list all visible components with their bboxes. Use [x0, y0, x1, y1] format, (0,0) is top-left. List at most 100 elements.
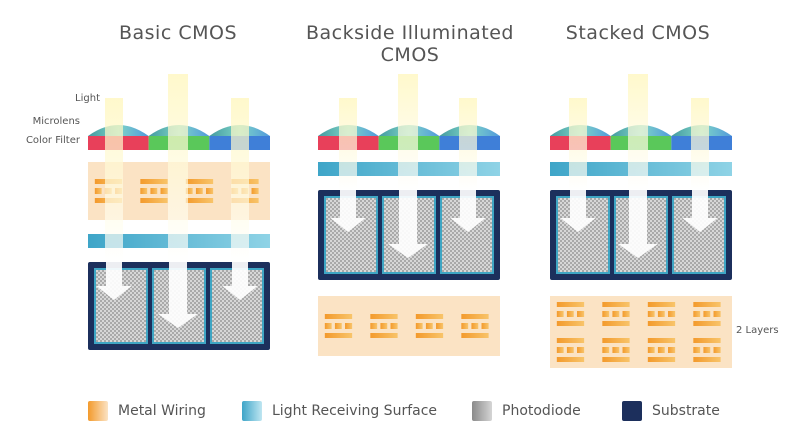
light-arrow [560, 190, 596, 232]
metal-wiring-bar [577, 347, 585, 353]
metal-wiring-bar [370, 323, 378, 329]
light-arrow [158, 262, 198, 328]
light-arrow [388, 190, 428, 258]
light-label: Light [75, 93, 100, 104]
light-arrow [682, 190, 718, 232]
metal-wiring-bar [703, 311, 711, 317]
metal-wiring-bar [602, 357, 630, 362]
metal-wiring-bar [556, 321, 585, 326]
light-arrow [330, 190, 366, 232]
stacked-cmos-title: Stacked CMOS [565, 22, 711, 44]
light-beam [105, 98, 123, 262]
metal-wiring-bar [436, 323, 444, 329]
light-beam [168, 74, 188, 262]
metal-wiring-bar [556, 311, 564, 317]
metal-wiring-bar [693, 311, 701, 317]
metal-wiring-bar [693, 338, 721, 343]
metal-wiring-bar [206, 188, 214, 194]
light-beam [398, 74, 418, 190]
bsi-cmos-title-line2: CMOS [380, 44, 440, 66]
metal-wiring-bar [481, 323, 489, 329]
metal-wiring-bar [185, 179, 214, 184]
legend-label: Substrate [652, 403, 720, 419]
metal-wiring-bar [647, 338, 676, 343]
metal-wiring-bar [622, 347, 630, 353]
metal-wiring-bar [471, 323, 479, 329]
color-filter-label: Color Filter [25, 135, 80, 146]
metal-wiring-bar [693, 321, 721, 326]
light-beam [691, 98, 709, 190]
metal-wiring-bar [647, 347, 655, 353]
legend-label: Metal Wiring [118, 403, 206, 419]
metal-wiring-bar [713, 347, 721, 353]
microlens-label: Microlens [32, 116, 80, 127]
metal-wiring-swatch [88, 401, 108, 421]
metal-wiring-bar [693, 347, 701, 353]
metal-wiring-bar [647, 321, 676, 326]
metal-wiring-bar [415, 323, 423, 329]
metal-wiring-bar [668, 311, 676, 317]
light-arrow [222, 262, 258, 300]
legend-metal-wiring: Metal Wiring [88, 398, 206, 424]
substrate-swatch [622, 401, 642, 421]
metal-wiring-bar [693, 302, 721, 307]
metal-wiring-bar [160, 188, 168, 194]
bsi-cmos-title-line1: Backside Illuminated [306, 22, 514, 44]
metal-wiring-bar [602, 321, 630, 326]
bsi-cmos-title: Backside Illuminated CMOS [290, 22, 530, 66]
metal-wiring-bar [602, 311, 610, 317]
metal-wiring-bar [647, 311, 655, 317]
light-beam [628, 74, 648, 190]
legend-label: Photodiode [502, 403, 581, 419]
two-layers-label: 2 Layers [736, 325, 779, 336]
metal-wiring-bar [415, 333, 444, 338]
photodiode-swatch [472, 401, 492, 421]
metal-wiring-bar [334, 323, 342, 329]
metal-wiring-bar [94, 188, 102, 194]
light-surface-swatch [242, 401, 262, 421]
metal-wiring-bar [140, 198, 168, 203]
metal-wiring-layer [550, 296, 732, 368]
metal-wiring-bar [668, 347, 676, 353]
metal-wiring-bar [140, 179, 168, 184]
metal-wiring-bar [577, 311, 585, 317]
metal-wiring-bar [461, 333, 489, 338]
metal-wiring-bar [324, 323, 332, 329]
metal-wiring-bar [150, 188, 158, 194]
metal-wiring-bar [647, 357, 676, 362]
metal-wiring-bar [370, 333, 398, 338]
metal-wiring-bar [556, 347, 564, 353]
light-arrow [450, 190, 486, 232]
metal-wiring-bar [461, 323, 469, 329]
metal-wiring-bar [195, 188, 203, 194]
metal-wiring-bar [380, 323, 388, 329]
metal-wiring-bar [693, 357, 721, 362]
metal-wiring-bar [566, 347, 574, 353]
metal-wiring-bar [713, 311, 721, 317]
legend-label: Light Receiving Surface [272, 403, 438, 419]
legend-light-receiving-surface: Light Receiving Surface [242, 398, 437, 424]
legend-substrate: Substrate [622, 398, 720, 424]
metal-wiring-bar [556, 338, 585, 343]
metal-wiring-bar [556, 302, 585, 307]
light-beam [569, 98, 587, 190]
basic-cmos-title: Basic CMOS [118, 22, 238, 44]
metal-wiring-bar [185, 198, 214, 203]
metal-wiring-bar [612, 347, 620, 353]
light-arrow [96, 262, 132, 300]
light-beam [231, 98, 249, 262]
metal-wiring-bar [425, 323, 433, 329]
metal-wiring-bar [566, 311, 574, 317]
metal-wiring-bar [703, 347, 711, 353]
metal-wiring-bar [185, 188, 193, 194]
metal-wiring-bar [345, 323, 353, 329]
light-beam [339, 98, 357, 190]
metal-wiring-bar [461, 314, 489, 319]
metal-wiring-bar [324, 333, 353, 338]
metal-wiring-bar [415, 314, 444, 319]
metal-wiring-bar [657, 311, 665, 317]
light-beam [459, 98, 477, 190]
metal-wiring-bar [556, 357, 585, 362]
metal-wiring-bar [647, 302, 676, 307]
